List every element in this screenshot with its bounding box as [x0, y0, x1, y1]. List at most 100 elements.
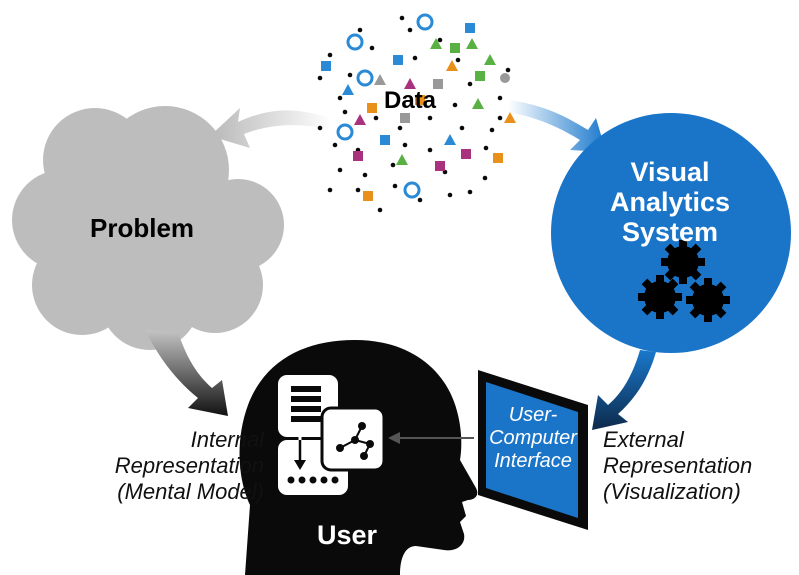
data-square [475, 71, 485, 81]
data-dot [377, 207, 383, 213]
data-dot [337, 167, 343, 173]
data-dot [427, 147, 433, 153]
data-dot [402, 142, 408, 148]
arrow-data-to-problem [210, 108, 332, 148]
data-ring [346, 33, 364, 51]
data-square [433, 79, 443, 89]
data-dot [437, 37, 443, 43]
data-ring [336, 123, 354, 141]
data-dot [505, 67, 511, 73]
data-dot [355, 187, 361, 193]
system-label-line2: Analytics [609, 187, 731, 217]
data-dot [452, 102, 458, 108]
data-square [367, 103, 377, 113]
data-dot [362, 172, 368, 178]
data-dot [417, 197, 423, 203]
data-dot [392, 183, 398, 189]
data-triangle [504, 112, 516, 123]
data-dot [399, 15, 405, 21]
interface-monitor [478, 370, 588, 530]
user-label: User [317, 520, 378, 550]
data-dot [447, 192, 453, 198]
data-dot-gray [500, 73, 510, 83]
problem-cloud [12, 106, 284, 350]
data-ring [416, 13, 434, 31]
problem-label: Problem [90, 213, 195, 243]
external-line1: External [603, 427, 684, 452]
data-square [450, 43, 460, 53]
system-label: Visual Analytics System [600, 157, 740, 247]
data-dot [373, 115, 379, 121]
system-label-line3: System [621, 217, 719, 247]
internal-representation-label: Internal Representation (Mental Model) [115, 427, 264, 505]
data-dot [332, 142, 338, 148]
data-dot [427, 115, 433, 121]
data-dot [327, 52, 333, 58]
data-ring [403, 181, 421, 199]
data-triangle [446, 60, 458, 71]
data-square [465, 23, 475, 33]
data-square [393, 55, 403, 65]
data-dot [489, 127, 495, 133]
data-dot [337, 95, 343, 101]
data-square [353, 151, 363, 161]
data-dot [397, 125, 403, 131]
interface-line3: Interface [494, 450, 572, 472]
data-ring [356, 69, 374, 87]
data-dot [459, 125, 465, 131]
data-triangle [396, 154, 408, 165]
data-dot [407, 27, 413, 33]
gears-icon [638, 240, 730, 322]
data-dot [467, 81, 473, 87]
arrow-interface-to-head [388, 432, 474, 444]
data-dot [317, 125, 323, 131]
data-dot [317, 75, 323, 81]
data-dot [455, 57, 461, 63]
mental-model-icon [278, 375, 386, 495]
internal-line2: Representation [114, 453, 264, 478]
data-cluster [317, 13, 516, 213]
data-square [493, 153, 503, 163]
data-triangle [404, 78, 416, 89]
data-dot [327, 187, 333, 193]
data-triangle [374, 74, 386, 85]
arrow-data-to-system [508, 100, 606, 152]
data-triangle [444, 134, 456, 145]
data-dot [497, 95, 503, 101]
arrow-problem-to-user [145, 330, 228, 416]
data-label: Data [384, 87, 437, 114]
data-dot [412, 55, 418, 61]
data-dot [357, 27, 363, 33]
system-label-line1: Visual [630, 157, 710, 187]
arrow-system-to-user [592, 350, 656, 430]
data-square [415, 95, 425, 105]
data-square [435, 161, 445, 171]
data-triangle [472, 98, 484, 109]
data-dot [390, 162, 396, 168]
internal-line3: (Mental Model) [117, 479, 264, 504]
interface-line1: User- [508, 404, 558, 426]
data-triangle [484, 54, 496, 65]
data-square [400, 113, 410, 123]
data-square [461, 149, 471, 159]
data-triangle [430, 38, 442, 49]
data-dot [347, 72, 353, 78]
interface-line2: Computer [489, 427, 577, 449]
external-line3: (Visualization) [603, 479, 741, 504]
data-dot [467, 189, 473, 195]
interface-label: User- Computer Interface [487, 404, 579, 473]
data-dot [482, 175, 488, 181]
external-representation-label: External Representation (Visualization) [603, 427, 793, 505]
data-square [380, 135, 390, 145]
system-circle [551, 113, 791, 353]
data-dot [497, 115, 503, 121]
data-triangle [466, 38, 478, 49]
data-square [321, 61, 331, 71]
data-triangle [354, 114, 366, 125]
data-square [363, 191, 373, 201]
data-dot [342, 109, 348, 115]
data-dot [483, 145, 489, 151]
external-line2: Representation [603, 453, 753, 478]
data-dot [369, 45, 375, 51]
